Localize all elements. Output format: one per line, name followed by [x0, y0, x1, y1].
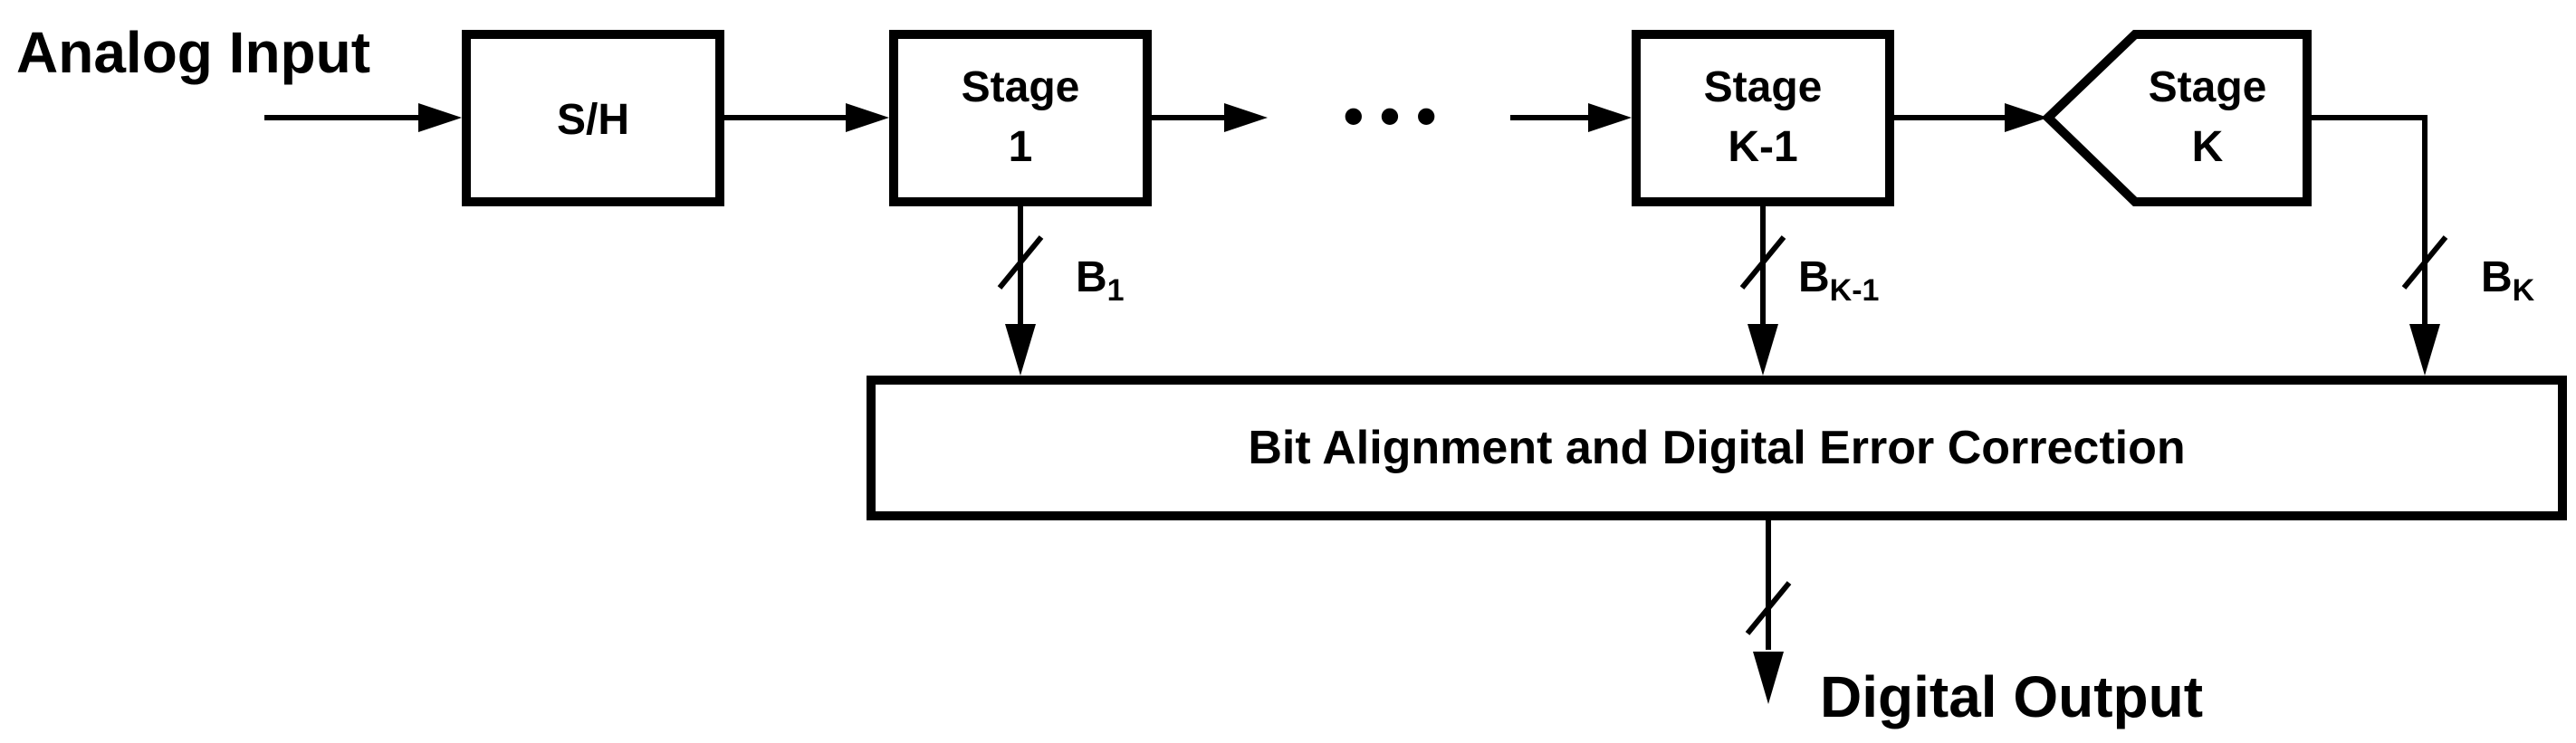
output-bus-slash	[1745, 581, 1792, 635]
sh-block-label: S/H	[557, 96, 629, 144]
bk-bus-arrowhead	[2409, 324, 2440, 376]
bk-label-base: B	[2481, 253, 2513, 301]
stage-k-minus-1-label-line1: Stage	[1704, 63, 1823, 111]
sh-to-stage1-arrowhead	[846, 103, 889, 132]
b1-label: B1	[1076, 253, 1125, 308]
analog-input-label: Analog Input	[16, 20, 370, 85]
bk1-label: BK-1	[1798, 253, 1879, 308]
bk-bus-wire	[2307, 115, 2428, 328]
stage1-to-ellipsis-arrowhead	[1224, 103, 1268, 132]
ellipsis: • • •	[1344, 83, 1437, 148]
stage-k-block	[2041, 30, 2312, 206]
stage1-block	[889, 30, 1152, 206]
input-arrowhead	[418, 103, 462, 132]
correction-block-label: Bit Alignment and Digital Error Correcti…	[1248, 422, 2185, 474]
stage-k-minus-1-label-line2: K-1	[1728, 123, 1797, 171]
b1-label-sub: 1	[1107, 273, 1125, 308]
bk1-label-base: B	[1798, 253, 1830, 301]
stage1-label-line1: Stage	[962, 63, 1080, 111]
digital-output-label: Digital Output	[1820, 664, 2203, 729]
correction-block	[867, 376, 2567, 520]
output-bus-arrowhead	[1753, 652, 1784, 704]
b1-bus-slash	[997, 235, 1044, 290]
bk1-bus-slash	[1739, 235, 1786, 290]
bk-label-sub: K	[2513, 273, 2535, 308]
bk-bus-slash	[2401, 235, 2448, 290]
bk1-bus-arrowhead	[1748, 324, 1778, 376]
b1-label-base: B	[1076, 253, 1107, 301]
stage1-label-line2: 1	[1009, 123, 1033, 171]
ellipsis-to-stagek1-arrowhead	[1588, 103, 1632, 132]
stage-k-label-line2: K	[2192, 123, 2224, 171]
stage-k-label-line1: Stage	[2149, 63, 2267, 111]
bk-label: BK	[2481, 253, 2535, 308]
b1-bus-arrowhead	[1005, 324, 1036, 376]
stagek1-to-stagek-arrowhead	[2005, 103, 2048, 132]
bk1-label-sub: K-1	[1830, 273, 1880, 308]
stage-k-minus-1-block	[1632, 30, 1894, 206]
